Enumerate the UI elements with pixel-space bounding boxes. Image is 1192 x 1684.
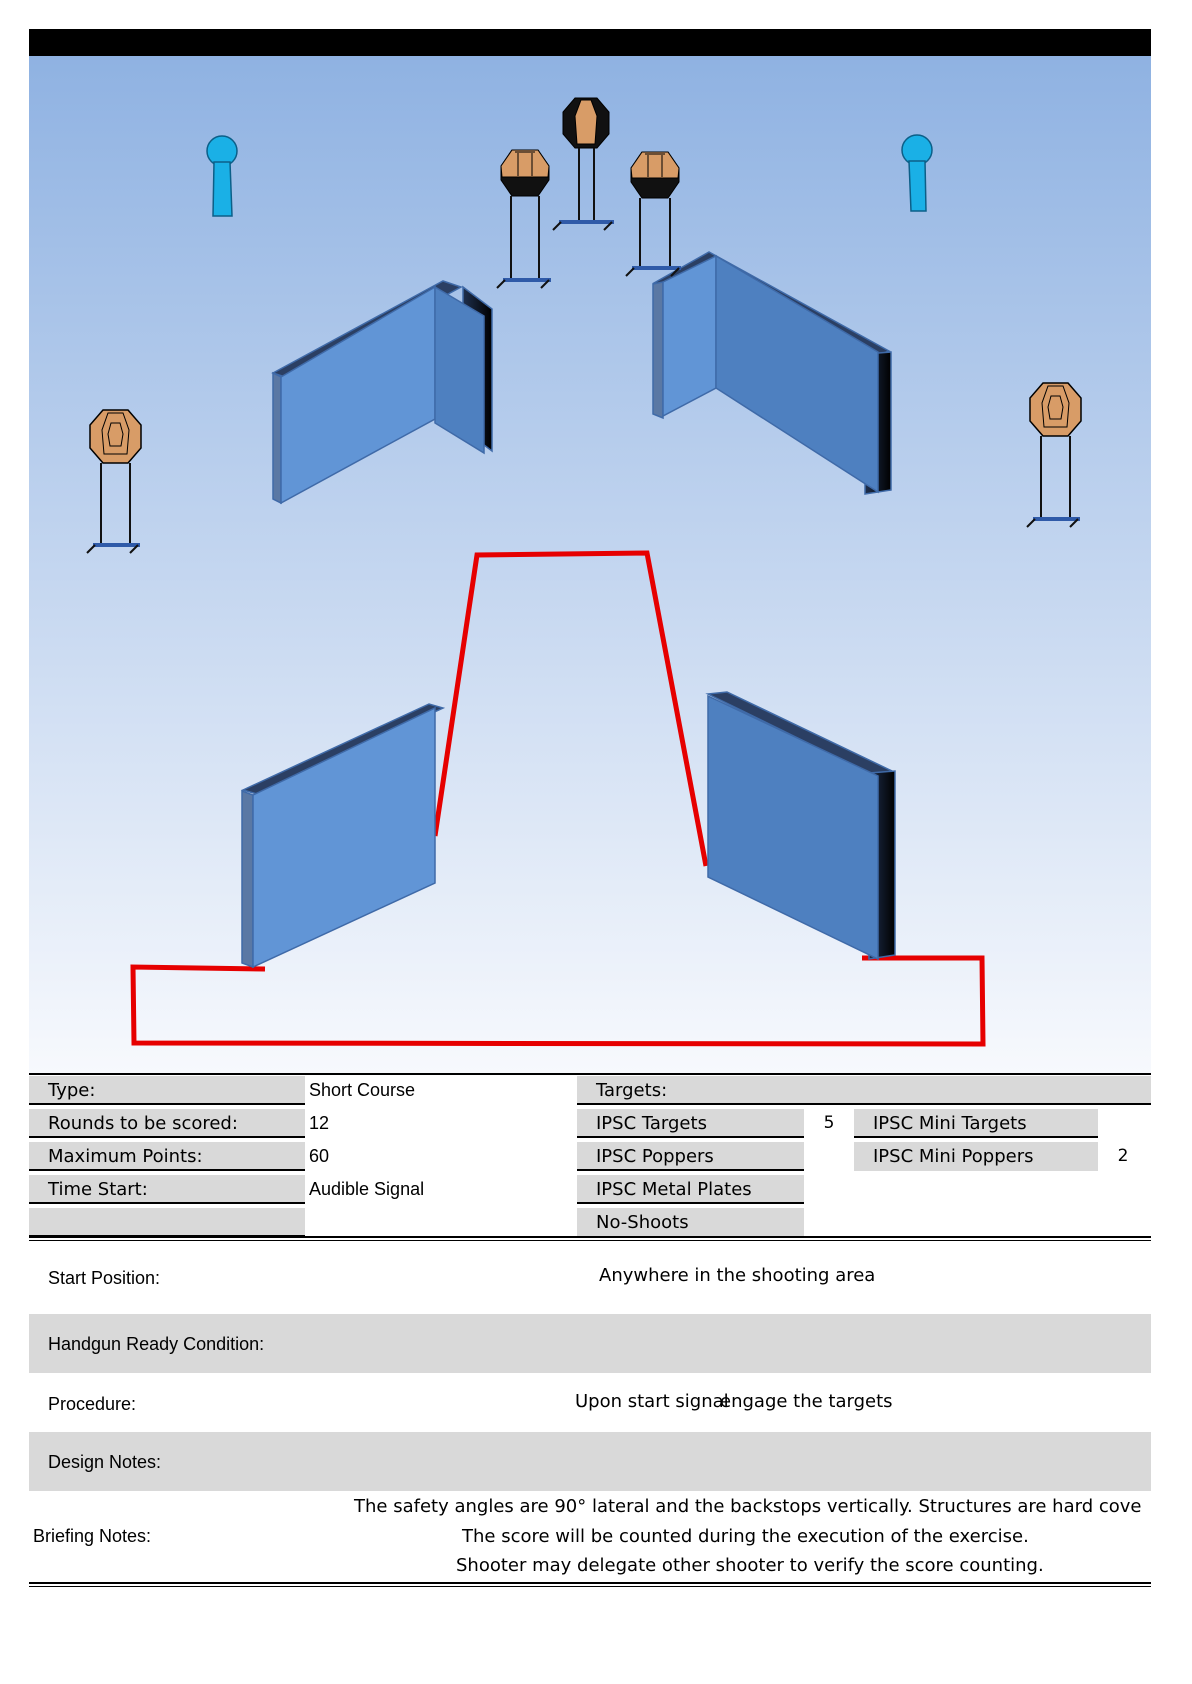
time-start-value: Audible Signal xyxy=(309,1179,425,1199)
procedure-label: Procedure: xyxy=(48,1394,137,1414)
lower-left-wall xyxy=(240,703,446,969)
ready-condition-row: Handgun Ready Condition: xyxy=(29,1314,1151,1373)
briefing-notes-row: Briefing Notes: The safety angles are 90… xyxy=(29,1491,1151,1579)
procedure-value-engage: engage the targets xyxy=(720,1391,893,1412)
ipsc-mini-poppers-count: 2 xyxy=(1117,1146,1129,1166)
no-shoots-label: No-Shoots xyxy=(577,1208,804,1237)
ipsc-mini-targets-label: IPSC Mini Targets xyxy=(854,1109,1098,1138)
briefing-notes-label: Briefing Notes: xyxy=(33,1526,152,1546)
table-bottom-rule-2 xyxy=(29,1240,1151,1241)
paper-target-center-top xyxy=(552,97,614,231)
upper-right-wall xyxy=(652,251,892,495)
procedure-row: Procedure: Upon start signal engage the … xyxy=(29,1373,1151,1432)
briefing-line-3: Shooter may delegate other shooter to ve… xyxy=(456,1555,1044,1576)
design-notes-row: Design Notes: xyxy=(29,1432,1151,1491)
type-label: Type: xyxy=(29,1076,305,1105)
header-bar xyxy=(29,29,1151,56)
start-position-row: Start Position: Anywhere in the shooting… xyxy=(29,1243,1151,1314)
range-background xyxy=(29,56,1151,1073)
footer-rule-2 xyxy=(29,1586,1151,1587)
targets-heading: Targets: xyxy=(577,1076,1151,1105)
procedure-value-start: Upon start signal xyxy=(575,1391,729,1412)
briefing-line-1: The safety angles are 90° lateral and th… xyxy=(354,1496,1142,1517)
briefing-line-2: The score will be counted during the exe… xyxy=(462,1526,1029,1547)
ipsc-metal-plates-label: IPSC Metal Plates xyxy=(577,1175,804,1204)
rounds-value: 12 xyxy=(309,1113,330,1133)
popper-target-left xyxy=(206,135,238,217)
start-position-label: Start Position: xyxy=(48,1268,161,1288)
time-start-label: Time Start: xyxy=(29,1175,305,1204)
popper-target-right xyxy=(901,134,933,212)
empty-label-cell xyxy=(29,1208,305,1237)
max-points-label: Maximum Points: xyxy=(29,1142,305,1171)
ready-condition-label: Handgun Ready Condition: xyxy=(48,1334,265,1354)
table-bottom-rule xyxy=(29,1236,1151,1238)
paper-target-far-right xyxy=(1026,382,1082,528)
start-position-value: Anywhere in the shooting area xyxy=(599,1265,876,1286)
ipsc-targets-count: 5 xyxy=(823,1113,835,1133)
max-points-value: 60 xyxy=(309,1146,330,1166)
footer-rule xyxy=(29,1582,1151,1584)
ipsc-targets-label: IPSC Targets xyxy=(577,1109,804,1138)
type-value: Short Course xyxy=(309,1080,416,1100)
design-notes-label: Design Notes: xyxy=(48,1452,162,1472)
stage-diagram xyxy=(29,56,1151,1073)
shooting-area-fault-line xyxy=(130,550,986,1047)
ipsc-poppers-label: IPSC Poppers xyxy=(577,1142,804,1171)
ipsc-mini-poppers-label: IPSC Mini Poppers xyxy=(854,1142,1098,1171)
table-top-rule xyxy=(29,1073,1151,1075)
upper-left-wall xyxy=(271,280,493,505)
paper-target-right-center xyxy=(625,151,681,277)
paper-target-left-center xyxy=(496,149,551,289)
paper-target-far-left xyxy=(86,409,142,554)
lower-right-wall xyxy=(705,691,896,961)
rounds-label: Rounds to be scored: xyxy=(29,1109,305,1138)
